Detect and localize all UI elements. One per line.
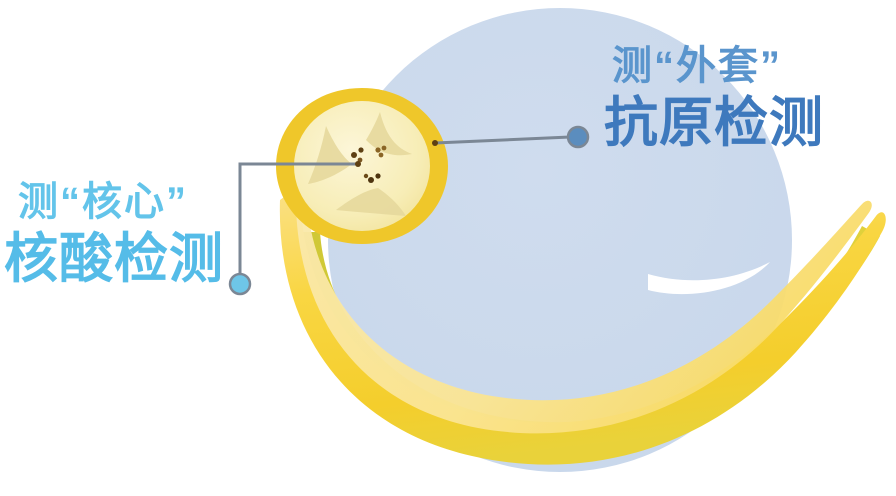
backdrop-circle [328, 8, 792, 472]
banana-seed [358, 147, 364, 153]
banana-seed [351, 152, 357, 158]
leader-line-antigen [434, 135, 571, 145]
banana-gloss-streak-long [648, 262, 770, 295]
callout-title-antigen: 抗原检测 [604, 93, 824, 153]
banana-seed [381, 145, 387, 151]
banana-gloss-streak-short [796, 194, 865, 264]
banana-core-segment-top [366, 112, 412, 156]
callout-subtitle-nucleic-acid: 测“核心” [18, 180, 188, 224]
callout-label-antigen: 测“外套” 抗原检测 [604, 46, 824, 150]
callout-label-nucleic-acid: 测“核心” 核酸检测 [4, 182, 224, 286]
banana-seed [368, 177, 374, 183]
banana-top-highlight-band [295, 176, 872, 434]
banana-core-segment-left [308, 126, 352, 184]
banana-seed [375, 173, 381, 179]
banana-body [279, 185, 886, 465]
callout-dot-antigen[interactable] [566, 125, 590, 149]
callout-dot-nucleic-acid[interactable] [228, 272, 252, 296]
banana-seed [375, 147, 381, 153]
leader-line-nucleic-acid [238, 162, 358, 278]
banana-seed [363, 173, 369, 179]
banana-seed [378, 152, 384, 158]
banana-core-segment-bottom [336, 188, 406, 216]
leader-anchor-antigen [432, 140, 438, 146]
callout-title-nucleic-acid: 核酸检测 [4, 229, 224, 289]
leader-anchor-nucleic-acid [355, 161, 361, 167]
callout-subtitle-antigen: 测“外套” [612, 44, 782, 88]
